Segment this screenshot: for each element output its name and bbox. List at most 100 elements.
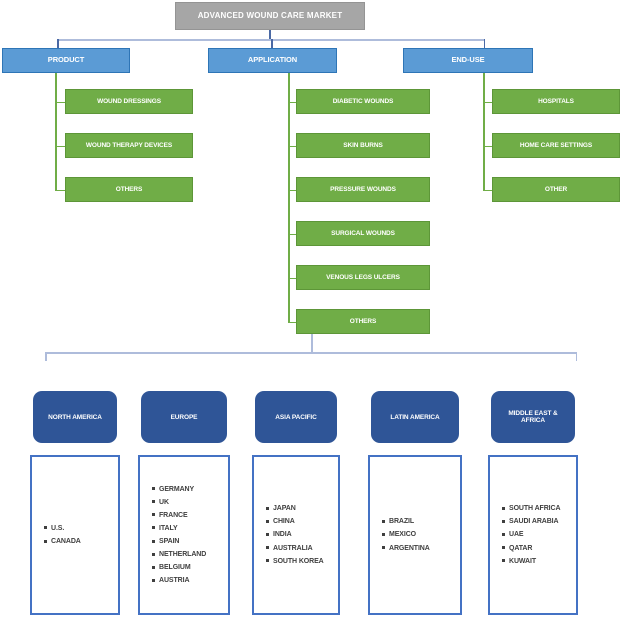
list-item: CHINA: [266, 517, 335, 526]
region-country-list: JAPAN CHINA INDIA AUSTRALIA SOUTH KOREA: [252, 455, 340, 615]
segment-stub-line: [288, 101, 296, 103]
bullet-icon: [382, 532, 385, 536]
list-item: INDIA: [266, 530, 335, 539]
segment-child-box: HOME CARE SETTINGS: [492, 133, 620, 158]
bullet-icon: [502, 546, 505, 550]
country-label: GERMANY: [159, 485, 195, 493]
segment-header-end-use: END-USE: [403, 48, 533, 73]
list-item: CANADA: [44, 537, 115, 546]
country-label: JAPAN: [273, 505, 296, 513]
segment-stub-line: [288, 233, 296, 235]
country-label: AUSTRIA: [159, 577, 190, 585]
bullet-icon: [152, 552, 155, 556]
list-item: AUSTRALIA: [266, 544, 335, 553]
segment-stub-line: [55, 189, 65, 191]
list-item: U.S.: [44, 524, 115, 533]
country-label: INDIA: [273, 531, 292, 539]
list-item: QATAR: [502, 544, 573, 553]
country-label: ITALY: [159, 524, 178, 532]
segment-child-box: VENOUS LEGS ULCERS: [296, 265, 430, 290]
country-label: KUWAIT: [509, 557, 537, 565]
segment-stub-line: [288, 145, 296, 147]
bullet-icon: [382, 519, 385, 523]
region-header: ASIA PACIFIC: [255, 391, 337, 443]
bullet-icon: [152, 578, 155, 582]
list-item: SOUTH KOREA: [266, 557, 335, 566]
drop-line-product: [57, 39, 59, 48]
bullet-icon: [266, 546, 269, 550]
segment-stub-line: [483, 145, 492, 147]
segment-header-application: APPLICATION: [208, 48, 337, 73]
segment-child-box: OTHERS: [296, 309, 430, 334]
segment-stub-line: [483, 189, 492, 191]
country-label: NETHERLAND: [159, 551, 207, 559]
segment-stub-line: [55, 145, 65, 147]
list-item: SOUTH AFRICA: [502, 504, 573, 513]
bullet-icon: [152, 565, 155, 569]
country-label: SPAIN: [159, 538, 180, 545]
country-label: AUSTRALIA: [273, 544, 313, 552]
country-label: UK: [159, 498, 169, 506]
country-label: U.S.: [51, 524, 65, 532]
country-label: FRANCE: [159, 511, 188, 519]
drop-line-application: [271, 39, 273, 48]
region-header: MIDDLE EAST & AFRICA: [491, 391, 575, 443]
segment-stub-line: [483, 101, 492, 103]
segment-child-box: OTHER: [492, 177, 620, 202]
country-label: CANADA: [51, 538, 81, 545]
list-item: FRANCE: [152, 511, 225, 520]
segment-child-box: HOSPITALS: [492, 89, 620, 114]
bullet-icon: [382, 546, 385, 550]
title-stem-line: [269, 30, 271, 39]
bullet-icon: [502, 559, 505, 563]
region-country-list: GERMANY UK FRANCE ITALY SPAIN NETHERLAND…: [138, 455, 230, 615]
regions-right-tick: [575, 352, 577, 361]
segment-stub-line: [288, 321, 296, 323]
bullet-icon: [152, 539, 155, 543]
bullet-icon: [266, 532, 269, 536]
country-label: BELGIUM: [159, 564, 191, 572]
list-item: ARGENTINA: [382, 544, 457, 553]
region-header: NORTH AMERICA: [33, 391, 117, 443]
region-country-list: BRAZIL MEXICO ARGENTINA: [368, 455, 462, 615]
region-header: LATIN AMERICA: [371, 391, 459, 443]
segment-child-box: SURGICAL WOUNDS: [296, 221, 430, 246]
segment-stub-line: [288, 189, 296, 191]
region-country-list: SOUTH AFRICA SAUDI ARABIA UAE QATAR KUWA…: [488, 455, 578, 615]
country-label: QATAR: [509, 544, 533, 552]
segment-child-box: DIABETIC WOUNDS: [296, 89, 430, 114]
country-label: SOUTH AFRICA: [509, 505, 561, 513]
country-label: BRAZIL: [389, 518, 415, 526]
bullet-icon: [152, 513, 155, 517]
drop-line-end-use: [483, 39, 485, 48]
list-item: BRAZIL: [382, 517, 457, 526]
bullet-icon: [502, 506, 505, 510]
segment-child-box: OTHERS: [65, 177, 193, 202]
region-country-list: U.S. CANADA: [30, 455, 120, 615]
regions-left-tick: [45, 352, 47, 361]
list-item: UAE: [502, 530, 573, 539]
list-item: JAPAN: [266, 504, 335, 513]
bullet-icon: [502, 519, 505, 523]
list-item: NETHERLAND: [152, 550, 225, 559]
segment-child-box: PRESSURE WOUNDS: [296, 177, 430, 202]
bullet-icon: [152, 500, 155, 504]
country-label: MEXICO: [389, 531, 417, 539]
country-label: UAE: [509, 531, 524, 539]
segment-vertical-line: [288, 73, 290, 322]
segment-header-product: PRODUCT: [2, 48, 130, 73]
segment-stub-line: [55, 101, 65, 103]
country-label: SOUTH KOREA: [273, 557, 324, 565]
bullet-icon: [152, 487, 155, 491]
bullet-icon: [266, 559, 269, 563]
country-label: ARGENTINA: [389, 544, 430, 552]
list-item: AUSTRIA: [152, 576, 225, 585]
list-item: KUWAIT: [502, 557, 573, 566]
list-item: GERMANY: [152, 485, 225, 494]
list-item: UK: [152, 498, 225, 507]
segment-vertical-line: [483, 73, 485, 190]
list-item: SPAIN: [152, 537, 225, 546]
bullet-icon: [502, 532, 505, 536]
segment-child-box: WOUND THERAPY DEVICES: [65, 133, 193, 158]
